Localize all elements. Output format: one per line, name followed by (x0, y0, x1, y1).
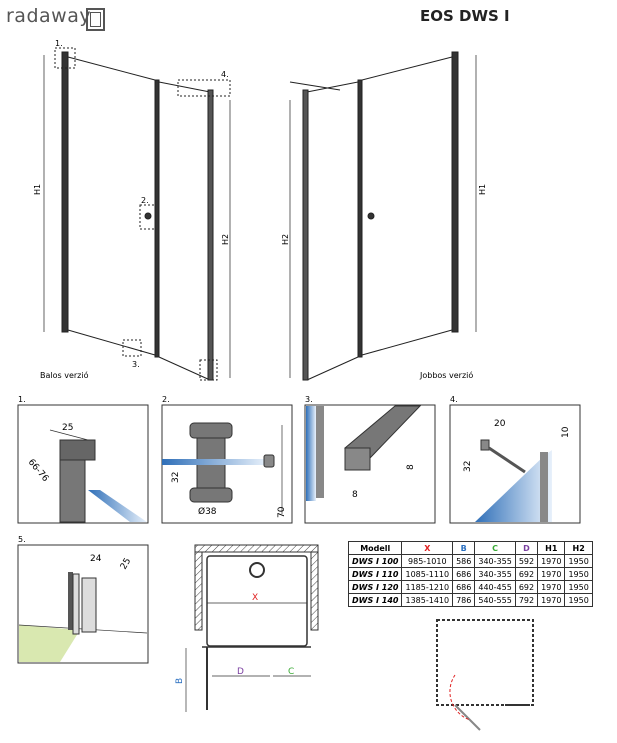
col-header-x: X (401, 541, 454, 555)
detail-2-dim-70: 70 (277, 506, 287, 518)
detail-3-dim-height: 8 (406, 464, 416, 470)
cell-b: 686 (452, 580, 476, 594)
right-h2-label: H2 (281, 234, 290, 245)
cell-c: 340-355 (474, 567, 516, 581)
detail-4-dim-10: 10 (561, 426, 571, 438)
detail-5-label: 5. (18, 535, 26, 544)
cell-model: DWS I 140 (347, 593, 403, 607)
cell-d: 692 (514, 567, 539, 581)
callout-2: 2. (141, 196, 149, 205)
detail-4-dim-32: 32 (463, 461, 473, 472)
cell-b: 686 (452, 567, 476, 581)
detail-4-dim-20: 20 (494, 419, 506, 429)
brand-logo-mark (86, 8, 105, 31)
col-header-model: Modell (347, 541, 403, 555)
door-swing-plan (436, 619, 534, 731)
cell-h1: 1970 (537, 554, 566, 568)
cell-c: 340-355 (474, 554, 516, 568)
cell-x: 1085-1110 (401, 567, 454, 581)
table-header-row: Modell X B C D H1 H2 (347, 541, 593, 555)
right-version-drawing (289, 51, 477, 381)
detail-3-dim-width: 8 (352, 490, 358, 500)
cell-c: 540-555 (474, 593, 516, 607)
cell-h1: 1970 (537, 593, 566, 607)
plan-d-label: D (237, 667, 244, 677)
cell-h2: 1950 (564, 567, 593, 581)
col-header-d: D (514, 541, 539, 555)
cell-b: 586 (452, 554, 476, 568)
cell-c: 440-455 (474, 580, 516, 594)
plan-c-label: C (288, 667, 294, 677)
right-h1-label: H1 (478, 184, 487, 195)
cell-h2: 1950 (564, 593, 593, 607)
detail-5: 5. 24 25 (17, 535, 149, 664)
cell-d: 692 (514, 580, 539, 594)
floor-plan: X B D C (175, 544, 319, 712)
detail-5-dim-24: 24 (90, 554, 102, 564)
detail-5-dim-25: 25 (119, 557, 133, 572)
cell-b: 786 (452, 593, 476, 607)
brand-logo: radaway (6, 5, 92, 27)
col-header-h1: H1 (537, 541, 566, 555)
detail-2-dim-32: 32 (171, 472, 181, 483)
detail-2-label: 2. (162, 395, 170, 404)
detail-3: 3. 8 8 (304, 395, 436, 524)
page-title: EOS DWS I (420, 7, 510, 25)
detail-1-label: 1. (18, 395, 26, 404)
cell-d: 792 (514, 593, 539, 607)
cell-x: 985-1010 (401, 554, 454, 568)
cell-h2: 1950 (564, 554, 593, 568)
detail-1: 1. 25 66-76 (17, 395, 149, 524)
cell-model: DWS I 120 (347, 580, 403, 594)
plan-b-label: B (175, 678, 185, 684)
cell-x: 1385-1410 (401, 593, 454, 607)
cell-d: 592 (514, 554, 539, 568)
cell-model: DWS I 100 (347, 554, 403, 568)
detail-3-label: 3. (305, 395, 313, 404)
left-version-caption: Balos verzió (40, 370, 89, 380)
detail-2-dim-diameter: Ø38 (198, 506, 217, 517)
col-header-h2: H2 (564, 541, 593, 555)
detail-2: 2. 32 Ø38 70 (161, 395, 293, 524)
cell-h1: 1970 (537, 567, 566, 581)
right-version-caption: Jobbos verzió (419, 370, 473, 380)
left-h2-label: H2 (221, 234, 230, 245)
cell-h1: 1970 (537, 580, 566, 594)
cell-x: 1185-1210 (401, 580, 454, 594)
col-header-b: B (452, 541, 476, 555)
left-h1-label: H1 (33, 184, 42, 195)
detail-4-label: 4. (450, 395, 458, 404)
callout-3: 3. (132, 360, 140, 369)
cell-h2: 1950 (564, 580, 593, 594)
callout-1: 1. (55, 39, 63, 48)
left-version-drawing (43, 47, 231, 381)
detail-4: 4. 20 10 32 (449, 395, 581, 524)
detail-1-dim-width: 25 (62, 423, 73, 433)
callout-4: 4. (221, 70, 229, 79)
cell-model: DWS I 110 (347, 567, 403, 581)
plan-x-label: X (252, 593, 258, 603)
col-header-c: C (474, 541, 516, 555)
